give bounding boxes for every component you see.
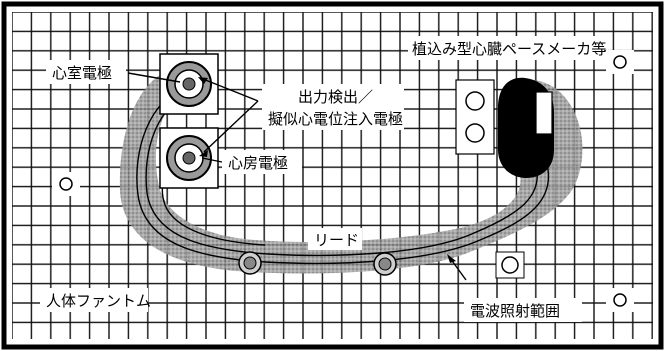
pacemaker-label: 植込み型心臓ペースメーカ等: [412, 40, 606, 58]
pseudo-potential-label: 擬似心電位注入電極: [268, 110, 403, 128]
arrowheads: [198, 77, 456, 263]
pacemaker-block: [455, 77, 554, 178]
reference-holes: [52, 50, 634, 312]
atrial-electrode: [159, 127, 219, 189]
output-detect-label: 出力検出／: [298, 88, 373, 106]
label-boxes: [40, 36, 604, 322]
lead-label: リード: [314, 231, 359, 249]
lead-rings: [238, 251, 397, 276]
radiation-range-label: 電波照射範囲: [470, 302, 560, 320]
leader-lines: [127, 72, 467, 281]
ventricular-electrode: [159, 53, 219, 115]
atrial-electrode-label: 心房電極: [228, 154, 288, 172]
ventricular-electrode-label: 心室電極: [52, 64, 112, 82]
phantom-label: 人体ファントム: [46, 292, 151, 310]
